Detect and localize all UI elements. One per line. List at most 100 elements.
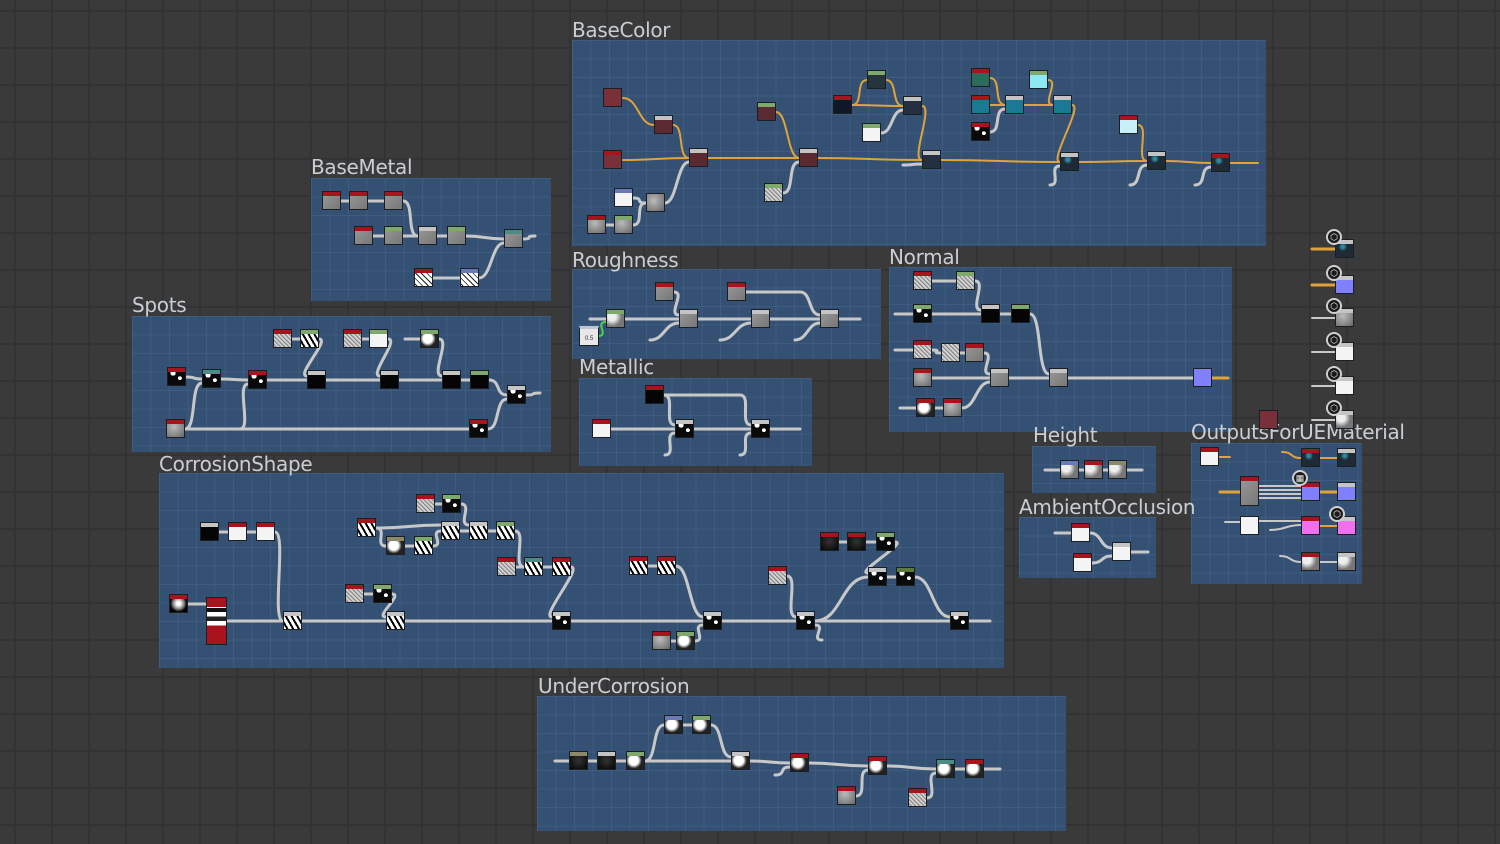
node-blend[interactable] xyxy=(731,751,750,770)
node-levels[interactable] xyxy=(460,268,479,287)
node-blend[interactable] xyxy=(418,226,437,245)
node-noise[interactable] xyxy=(166,419,185,438)
node-levels[interactable] xyxy=(1011,304,1030,323)
node-noise[interactable] xyxy=(349,191,368,210)
node-uniform-color[interactable] xyxy=(603,88,622,107)
node-levels[interactable] xyxy=(913,304,932,323)
node-blend[interactable] xyxy=(703,611,722,630)
frame-title-spots[interactable]: Spots xyxy=(132,293,187,317)
node-levels[interactable] xyxy=(442,494,461,513)
node-blend[interactable] xyxy=(679,309,698,328)
frame-title-height[interactable]: Height xyxy=(1033,423,1098,447)
node-blend[interactable] xyxy=(386,611,405,630)
node-mask[interactable] xyxy=(971,122,990,141)
node-blend[interactable] xyxy=(751,309,770,328)
node-noise[interactable] xyxy=(1084,460,1103,479)
node-noise[interactable] xyxy=(414,268,433,287)
node-normal-combine[interactable] xyxy=(1240,476,1259,506)
node-noise[interactable] xyxy=(837,786,856,805)
frame-title-under[interactable]: UnderCorrosion xyxy=(538,674,690,698)
node-blend[interactable] xyxy=(442,370,461,389)
node-noise[interactable] xyxy=(587,215,606,234)
node-levels[interactable] xyxy=(956,271,975,290)
node-blend[interactable] xyxy=(981,304,1000,323)
node-noise[interactable] xyxy=(343,329,362,348)
node-noise[interactable] xyxy=(652,631,671,650)
node-mask[interactable] xyxy=(614,188,633,207)
node-output[interactable] xyxy=(1211,153,1230,172)
node-blend[interactable] xyxy=(654,115,673,134)
node-levels[interactable] xyxy=(646,193,665,212)
frame-title-corrosion[interactable]: CorrosionShape xyxy=(159,452,313,476)
node-noise[interactable] xyxy=(167,367,186,386)
node-levels[interactable] xyxy=(470,370,489,389)
node-blend[interactable] xyxy=(922,150,941,169)
node-output[interactable] xyxy=(1335,342,1354,361)
node-color[interactable] xyxy=(833,95,852,114)
node-blend[interactable] xyxy=(1108,460,1127,479)
node-levels[interactable] xyxy=(552,557,571,576)
node-blend[interactable] xyxy=(689,148,708,167)
node-levels[interactable] xyxy=(569,751,588,770)
node-noise[interactable] xyxy=(354,226,373,245)
node-blend[interactable] xyxy=(307,370,326,389)
node-blend[interactable] xyxy=(504,229,523,248)
node-levels[interactable] xyxy=(414,536,433,555)
node-color[interactable] xyxy=(655,282,674,301)
node-gradient[interactable] xyxy=(867,70,886,89)
node-levels[interactable] xyxy=(369,329,388,348)
node-noise[interactable] xyxy=(764,183,783,202)
node-blur[interactable] xyxy=(597,751,616,770)
node-multi-input-blend[interactable] xyxy=(206,597,227,645)
node-output-blend[interactable] xyxy=(950,611,969,630)
node-noise[interactable] xyxy=(469,419,488,438)
node-levels[interactable] xyxy=(676,631,695,650)
node-noise[interactable] xyxy=(384,191,403,210)
node-noise[interactable] xyxy=(357,518,376,537)
node-levels[interactable] xyxy=(1060,460,1079,479)
node-levels[interactable] xyxy=(384,226,403,245)
node-blend[interactable] xyxy=(1112,542,1131,561)
frame-title-roughness[interactable]: Roughness xyxy=(572,248,679,272)
node-blend[interactable] xyxy=(1060,152,1079,171)
node-blend[interactable] xyxy=(380,370,399,389)
node-noise[interactable] xyxy=(820,532,839,551)
node-output[interactable] xyxy=(1335,376,1354,395)
node-normal[interactable] xyxy=(1193,368,1212,387)
node-noise[interactable] xyxy=(345,584,364,603)
node-levels[interactable] xyxy=(606,309,625,328)
node-blend[interactable] xyxy=(441,521,460,540)
node-color[interactable] xyxy=(200,522,219,541)
node-output[interactable] xyxy=(1337,552,1356,571)
node-color[interactable] xyxy=(256,522,275,541)
node-blend[interactable] xyxy=(1301,516,1320,535)
node-blend[interactable] xyxy=(1049,368,1068,387)
frame-title-basecolor[interactable]: BaseColor xyxy=(572,18,671,42)
node-blend[interactable] xyxy=(868,567,887,586)
node-blend[interactable] xyxy=(675,419,694,438)
frame-corrosion[interactable] xyxy=(159,473,1004,668)
node-mask[interactable] xyxy=(916,398,935,417)
node-noise[interactable] xyxy=(847,532,866,551)
node-output[interactable] xyxy=(1335,239,1354,258)
node-output[interactable] xyxy=(1337,516,1356,535)
node-blend[interactable] xyxy=(469,521,488,540)
node-levels[interactable] xyxy=(300,329,319,348)
node-levels[interactable] xyxy=(496,521,515,540)
node-mask[interactable] xyxy=(862,123,881,142)
node-levels[interactable] xyxy=(373,584,392,603)
node-color[interactable] xyxy=(1029,70,1048,89)
node-blend[interactable] xyxy=(751,419,770,438)
node-noise[interactable] xyxy=(416,494,435,513)
frame-title-outputs[interactable]: OutputsForUEMaterial xyxy=(1191,420,1405,444)
node-levels[interactable] xyxy=(614,215,633,234)
node-levels[interactable] xyxy=(664,715,683,734)
node-blend[interactable] xyxy=(507,385,526,404)
node-blend[interactable] xyxy=(799,148,818,167)
node-levels[interactable] xyxy=(386,536,405,555)
node-noise[interactable] xyxy=(908,788,927,807)
node-blend[interactable] xyxy=(1005,95,1024,114)
node-color[interactable] xyxy=(1073,553,1092,572)
node-color[interactable] xyxy=(1200,447,1219,466)
